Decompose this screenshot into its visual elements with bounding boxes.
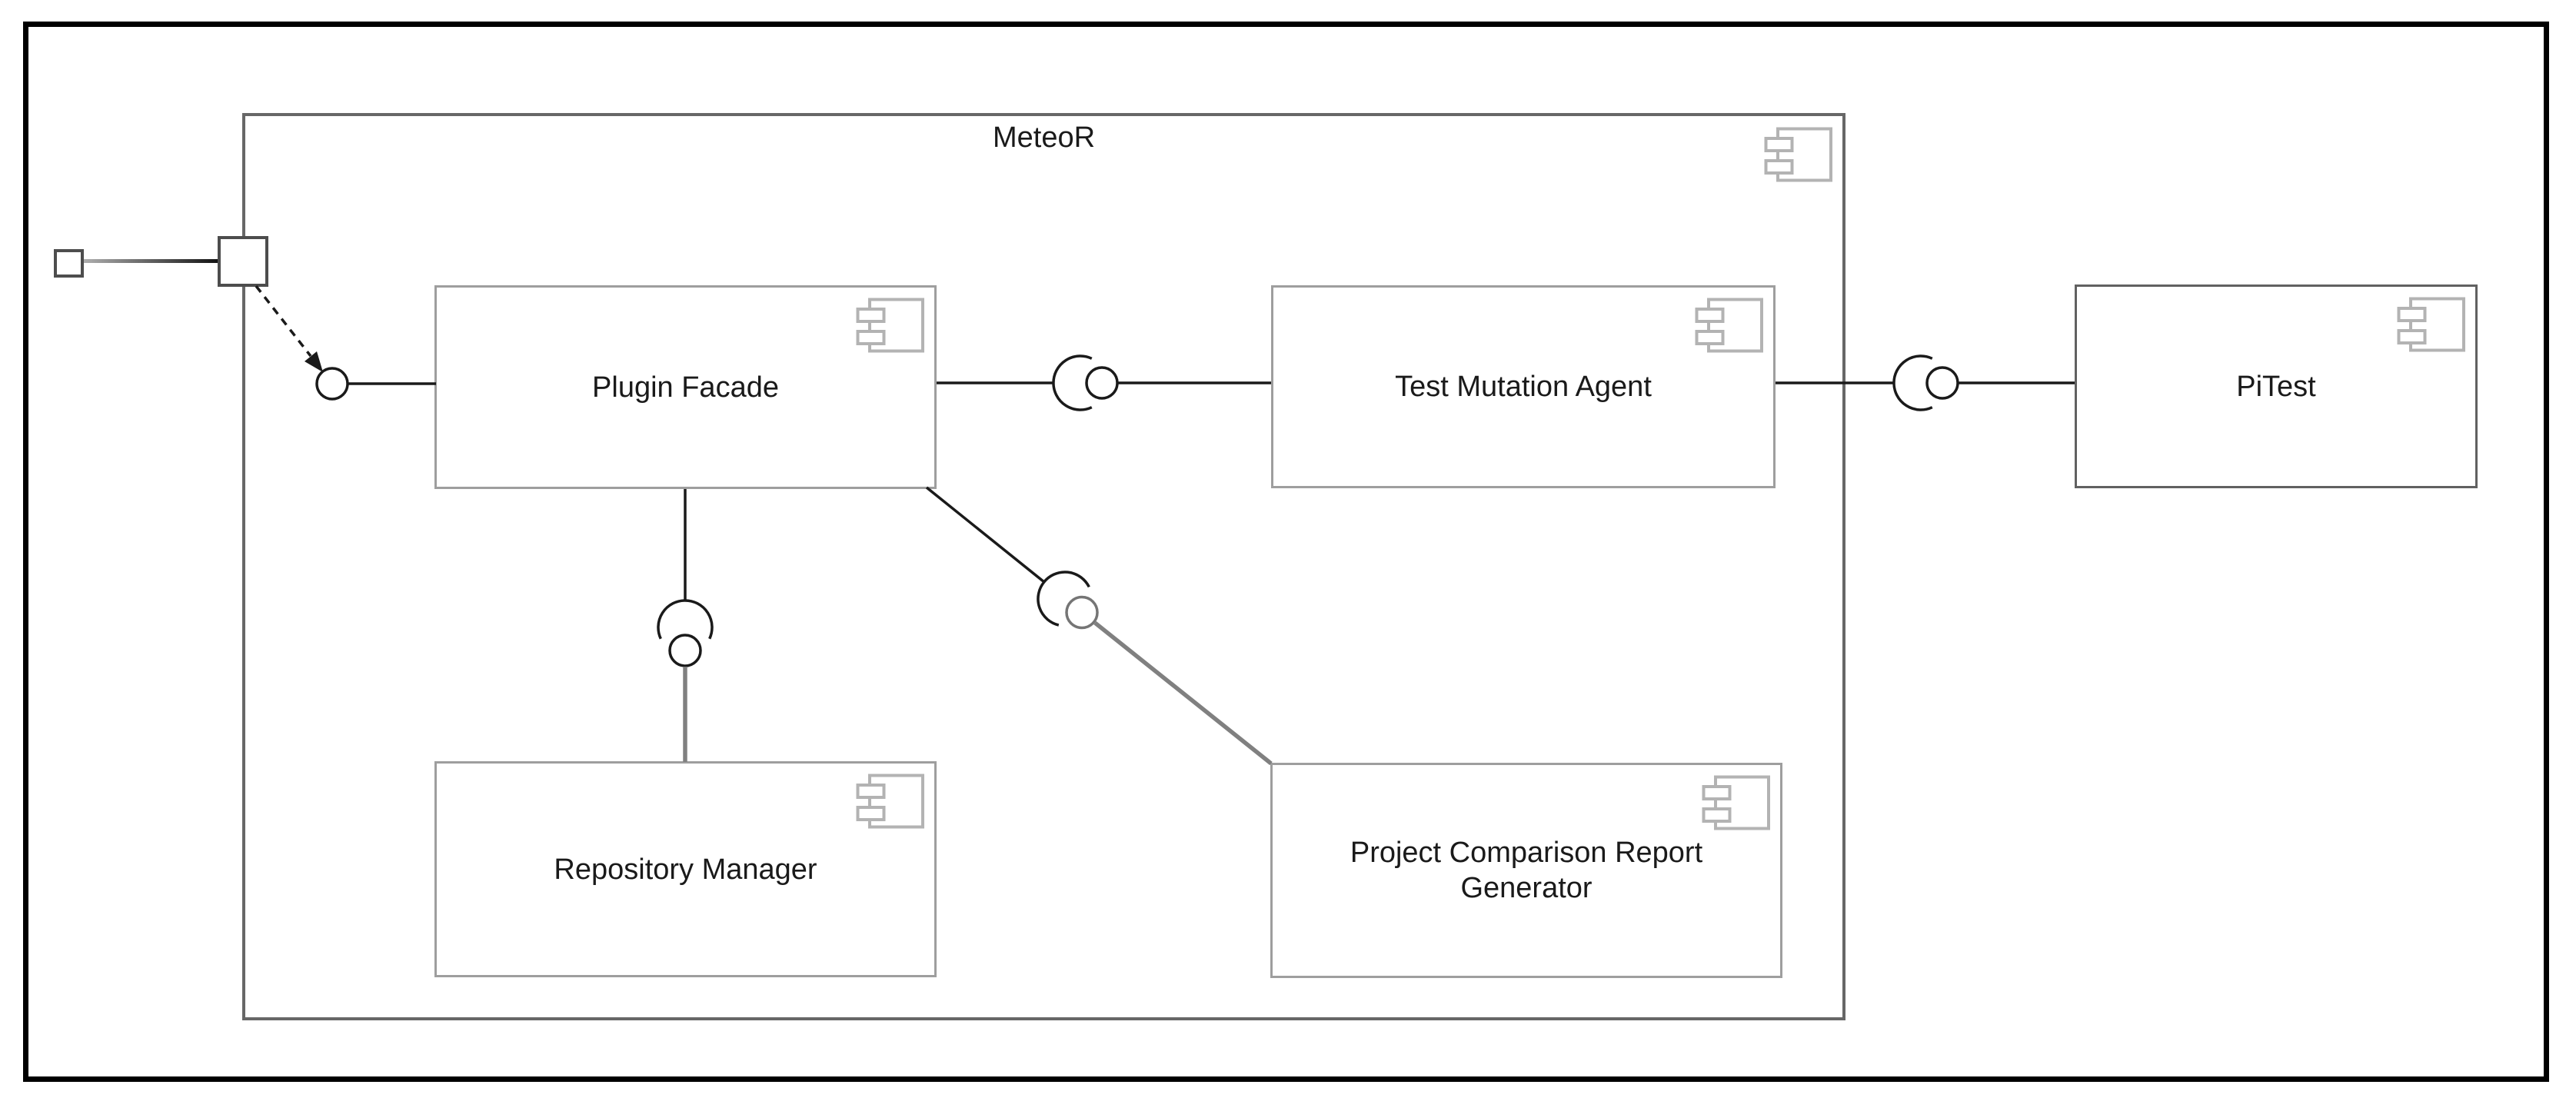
component-label: Repository Manager <box>554 853 817 886</box>
component-icon <box>1695 298 1763 353</box>
component-label: PiTest <box>2236 370 2316 403</box>
component-label: Test Mutation Agent <box>1395 371 1652 403</box>
component-icon <box>1702 775 1770 830</box>
component-icon <box>2397 297 2465 352</box>
component-test-mutation-agent: Test Mutation Agent <box>1271 285 1776 488</box>
component-pitest: PiTest <box>2075 284 2478 488</box>
component-repository-manager: Repository Manager <box>434 761 937 977</box>
component-label: Plugin Facade <box>592 371 779 404</box>
container-meteor: MeteoR <box>242 113 1845 1020</box>
outer-frame <box>23 22 2549 1082</box>
component-plugin-facade: Plugin Facade <box>434 285 937 489</box>
component-icon <box>856 298 924 353</box>
container-title: MeteoR <box>992 121 1096 154</box>
component-project-comparison-report-generator: Project Comparison Report Generator <box>1270 763 1782 978</box>
component-icon <box>1764 127 1832 182</box>
component-icon <box>856 774 924 829</box>
component-label: Project Comparison Report Generator <box>1350 837 1703 904</box>
